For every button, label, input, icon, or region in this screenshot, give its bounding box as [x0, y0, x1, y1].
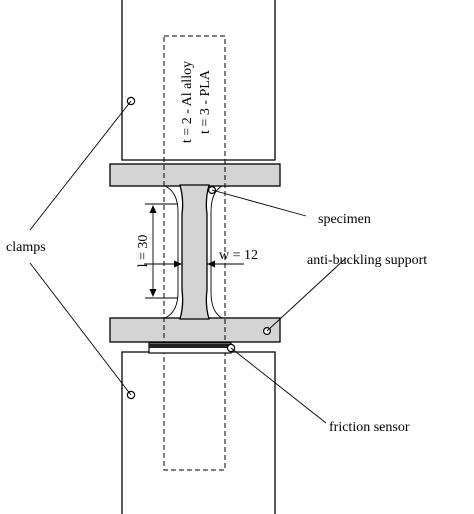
friction-sensor-label: friction sensor — [329, 420, 410, 435]
length-arrow-top — [149, 205, 157, 213]
lower-clamp — [121, 351, 276, 514]
thickness-line-1: t = 2 - Al alloy — [180, 61, 195, 143]
anti-buckling-support-label: anti-buckling support — [307, 253, 427, 268]
specimen-body — [109, 163, 281, 343]
clamps-leader-lower — [29, 262, 132, 396]
specimen-gauge-section — [179, 184, 210, 320]
length-dimension: l = 30 — [136, 203, 178, 299]
length-arrow-bottom — [149, 289, 157, 297]
specimen-upper-tab — [109, 163, 281, 187]
friction-sensor-strip — [149, 344, 231, 348]
thickness-line-2: t = 3 - PLA — [198, 69, 213, 134]
specimen-grip-outline — [163, 35, 226, 471]
specimen-lower-tab — [109, 317, 281, 343]
anti-buckling-left-edge — [164, 185, 179, 319]
friction-sensor — [148, 342, 236, 354]
specimen-leader — [211, 189, 307, 217]
specimen-label: specimen — [318, 212, 371, 227]
clamps-label: clamps — [6, 240, 46, 255]
upper-clamp-body — [121, 0, 276, 161]
length-label: l = 30 — [136, 235, 151, 268]
width-label: w = 12 — [219, 248, 258, 263]
lower-clamp-body — [121, 351, 276, 514]
anti-buckling-leader — [266, 257, 347, 332]
width-arrow-right — [207, 260, 215, 268]
friction-sensor-leader — [230, 347, 327, 424]
clamps-leader-upper — [29, 100, 132, 231]
width-dimension: w = 12 — [144, 248, 258, 268]
width-arrow-left — [174, 260, 182, 268]
